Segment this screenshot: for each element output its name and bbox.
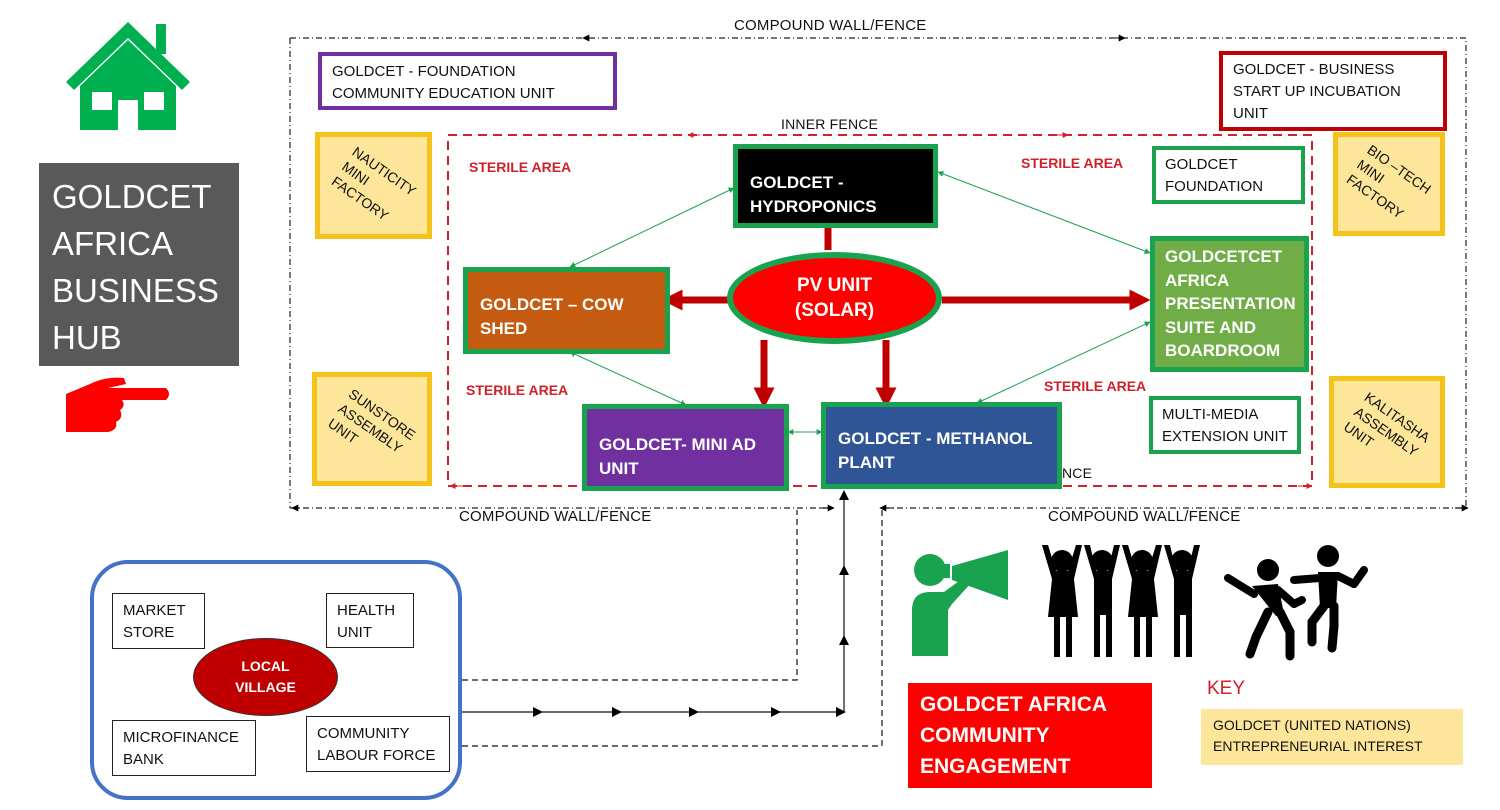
market-store: MARKET STORE [112,593,205,649]
compound-wall-label-top: COMPOUND WALL/FENCE [734,17,927,34]
key-entry-entrepreneurial-interest: GOLDCET (UNITED NATIONS) ENTREPRENEURIAL… [1201,709,1463,765]
hub-title-box: GOLDCET AFRICA BUSINESS HUB [39,163,239,366]
local-village-label: LOCAL VILLAGE [235,658,296,695]
multimedia-extension-label: MULTI-MEDIA EXTENSION UNIT [1162,406,1288,445]
nauticity-label: NAUTICITY MINI FACTORY [328,143,419,224]
multimedia-extension-unit: MULTI-MEDIA EXTENSION UNIT [1149,396,1301,454]
mini-ad-unit: GOLDCET- MINI AD UNIT [582,404,789,491]
house-icon [66,22,190,130]
biotech-mini-factory: BIO –TECH MINI FACTORY [1333,132,1445,236]
presentation-suite-label: GOLDCETCET AFRICA PRESENTATION SUITE AND… [1165,247,1296,361]
pv-unit-solar: PV UNIT (SOLAR) [727,252,942,344]
cow-shed-label: GOLDCET – COW SHED [480,294,624,338]
inner-fence-label: INNER FENCE [781,116,879,132]
foundation-education-unit: GOLDCET - FOUNDATION COMMUNITY EDUCATION… [318,52,617,110]
hub-title: GOLDCET AFRICA BUSINESS HUB [52,178,219,356]
key-title: KEY [1207,678,1246,699]
community-engagement-title: GOLDCET AFRICA COMMUNITY ENGAGEMENT [920,693,1108,778]
methanol-plant-unit: GOLDCET - METHANOL PLANT [821,402,1062,489]
microfinance-bank: MICROFINANCE BANK [112,720,256,776]
sunstore-assembly-unit: SUNSTORE ASSEMBLY UNIT [312,372,432,486]
biotech-label: BIO –TECH MINI FACTORY [1343,141,1435,222]
pv-unit-label: PV UNIT (SOLAR) [794,275,875,321]
goldcet-foundation-label: GOLDCET FOUNDATION [1165,156,1264,195]
kalitasha-assembly-unit: KALITASHA ASSEMBLY UNIT [1329,376,1445,488]
goldcet-foundation-unit: GOLDCET FOUNDATION [1152,146,1305,204]
sterile-area-label: STERILE AREA [469,159,572,175]
methanol-plant-label: GOLDCET - METHANOL PLANT [838,428,1033,472]
foundation-education-unit-label: GOLDCET - FOUNDATION COMMUNITY EDUCATION… [332,63,555,102]
pointing-hand-icon [66,377,169,432]
kalitasha-label: KALITASHA ASSEMBLY UNIT [1340,388,1434,460]
dancing-people-icon [1224,545,1368,661]
key-entry-label: GOLDCET (UNITED NATIONS) ENTREPRENEURIAL… [1213,717,1423,754]
hydroponics-label: GOLDCET - HYDROPONICS [750,173,877,216]
business-incubation-unit: GOLDCET - BUSINESS START UP INCUBATION U… [1219,51,1447,131]
sunstore-label: SUNSTORE ASSEMBLY UNIT [325,385,419,457]
health-unit: HEALTH UNIT [326,593,414,648]
megaphone-person-icon [912,550,1008,656]
sterile-area-label: STERILE AREA [1044,378,1147,394]
sterile-area-label: STERILE AREA [1021,155,1124,171]
mini-ad-label: GOLDCET- MINI AD UNIT [599,434,757,478]
business-incubation-unit-label: GOLDCET - BUSINESS START UP INCUBATION U… [1233,61,1401,122]
inner-fence-label-bottom: NCE [1062,465,1093,481]
community-engagement-box: GOLDCET AFRICA COMMUNITY ENGAGEMENT [908,683,1152,788]
community-labour-force: COMMUNITY LABOUR FORCE [306,716,450,772]
cow-shed-unit: GOLDCET – COW SHED [463,267,670,354]
person-figure [1042,545,1082,657]
hydroponics-unit: GOLDCET - HYDROPONICS [733,144,938,228]
nauticity-mini-factory: NAUTICITY MINI FACTORY [315,132,432,239]
compound-wall-label-bottom-right: COMPOUND WALL/FENCE [1048,508,1241,525]
group-cheering-icon [1042,545,1200,657]
local-village-center: LOCAL VILLAGE [193,638,338,716]
compound-wall-label-bottom-left: COMPOUND WALL/FENCE [459,508,652,525]
presentation-suite-unit: GOLDCETCET AFRICA PRESENTATION SUITE AND… [1150,236,1309,372]
sterile-area-label: STERILE AREA [466,382,569,398]
